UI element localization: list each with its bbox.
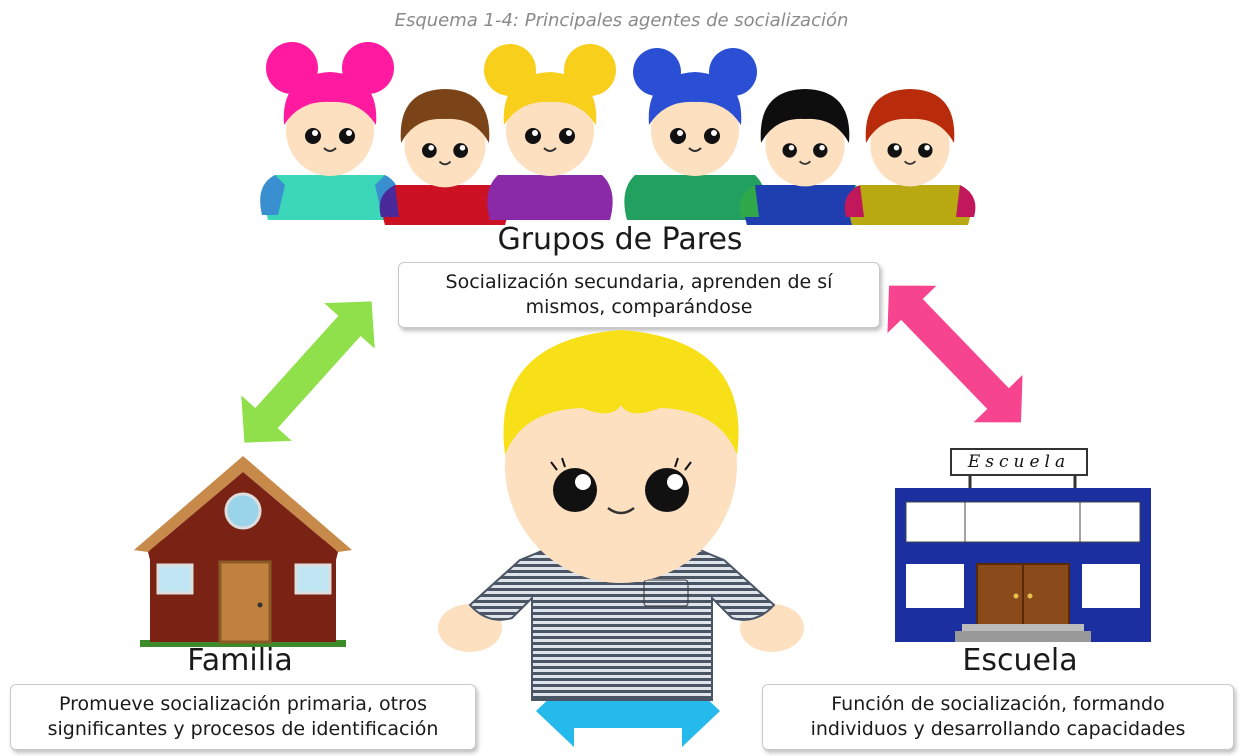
child-pink-icon (260, 42, 400, 220)
child-blue-icon (624, 48, 766, 220)
child-brown-icon (379, 89, 511, 225)
school-description-line1: Función de socialización, formando (831, 693, 1165, 715)
school-sign: Escuela (950, 448, 1088, 476)
child-black-hair-icon (739, 89, 871, 225)
child-red-hair-icon (844, 89, 976, 225)
double-arrow-green-icon (241, 301, 375, 443)
family-title: Familia (187, 643, 293, 678)
school-description: Función de socialización, formando indiv… (762, 684, 1234, 750)
family-description-line2: significantes y procesos de identificaci… (47, 718, 439, 740)
double-arrow-blue-icon (536, 675, 720, 747)
double-arrow-pink-icon (887, 285, 1023, 423)
figure-caption: Esquema 1-4: Principales agentes de soci… (394, 10, 849, 31)
family-description: Promueve socialización primaria, otros s… (10, 684, 476, 750)
peers-description-line1: Socialización secundaria, aprenden de sí (445, 271, 833, 293)
school-title: Escuela (962, 643, 1078, 678)
peers-description: Socialización secundaria, aprenden de sí… (398, 262, 880, 328)
child-yellow-icon (484, 44, 616, 220)
family-description-line1: Promueve socialización primaria, otros (59, 693, 427, 715)
school-description-line2: individuos y desarrollando capacidades (810, 718, 1186, 740)
peers-title: Grupos de Pares (497, 222, 743, 257)
peers-description-line2: mismos, comparándose (525, 296, 753, 318)
